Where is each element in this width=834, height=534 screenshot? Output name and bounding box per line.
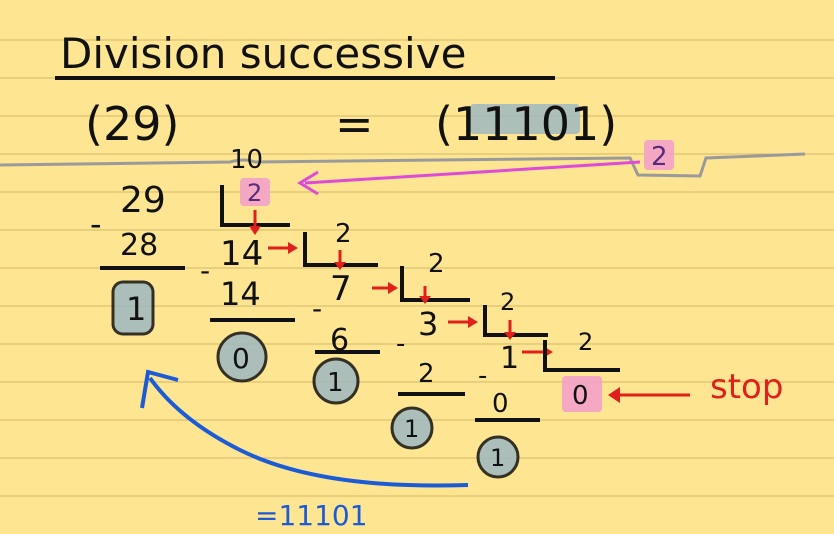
minus-sign-1: - [90,205,102,243]
left-base-subscript: 10 [230,145,263,175]
division-bracket-3 [400,266,470,302]
dividend-5: 1 [500,341,519,376]
final-quotient: 0 [572,381,589,411]
separator-line [0,152,806,178]
divisor-2: 2 [335,219,352,249]
stop-label: stop [710,367,783,407]
division-bracket-2 [303,232,378,267]
remainder-4: 1 [404,415,419,443]
carry-arrowhead-2 [388,282,398,294]
divisor-3: 2 [428,249,445,279]
result-label: =11101 [255,499,368,532]
product-2: 14 [220,275,261,313]
division-bracket-5 [543,340,620,372]
remainder-5: 1 [490,444,505,472]
ruled-lines [0,39,834,497]
remainder-2: 0 [232,342,250,375]
stop-arrowhead [608,387,620,403]
base-link-arrowhead [297,170,319,196]
minus-sign-4: - [396,329,405,359]
equation-equals: = [335,97,374,151]
remainder-box-2 [216,331,268,383]
result-highlight [470,104,580,134]
division-bracket-1 [220,185,290,227]
down-arrowhead-4 [504,332,516,340]
remainder-box-5 [476,435,520,479]
divisor-highlight-1 [240,178,270,206]
product-5: 0 [492,389,509,419]
dividend-1: 29 [120,180,166,221]
product-1: 28 [120,228,158,263]
dividend-3: 7 [330,269,352,309]
dividend-4: 3 [418,305,438,343]
remainder-box-4 [390,406,434,450]
down-arrowhead-3 [419,296,431,304]
equation-right: (11101) [435,97,617,151]
final-quotient-highlight [562,376,602,412]
base-link-arrow [304,160,641,185]
equation-left: (29) [85,97,179,151]
dividend-2: 14 [220,234,263,274]
minus-sign-2: - [200,254,210,287]
remainder-box-3 [312,357,360,405]
product-4: 2 [418,359,435,389]
title: Division successive [60,29,466,78]
remainder-3: 1 [327,368,344,398]
read-direction-arrowhead [140,369,179,409]
right-base-subscript: 2 [651,142,668,172]
carry-arrowhead-3 [468,316,478,328]
divisor-1: 2 [247,179,262,207]
minus-sign-3: - [312,292,322,325]
divisor-4: 2 [500,288,515,316]
right-base-highlight [644,140,674,170]
carry-arrowhead-1 [288,242,298,254]
divisor-5: 2 [578,328,593,356]
down-arrowhead-2 [334,262,346,270]
division-bracket-4 [483,305,548,337]
down-arrowhead-1 [249,226,261,235]
product-3: 6 [330,323,349,358]
read-direction-arrow [148,376,469,488]
remainder-1: 1 [126,290,146,328]
remainder-box-1 [111,280,155,336]
minus-sign-5: - [478,361,487,391]
